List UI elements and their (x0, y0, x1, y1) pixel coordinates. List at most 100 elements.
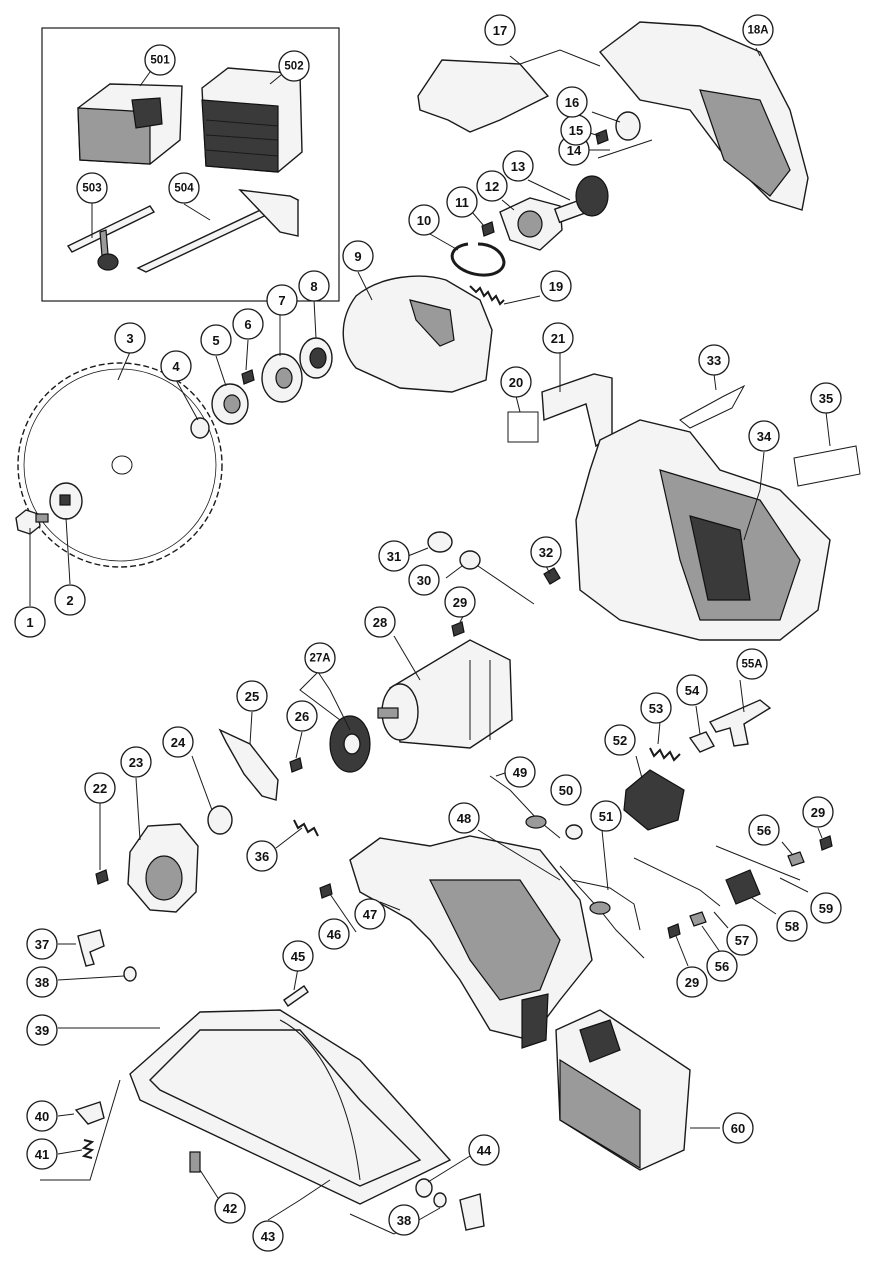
callout-4: 4 (160, 350, 192, 382)
callout-circle (476, 170, 508, 202)
callout-label: 58 (785, 919, 799, 934)
callout-label: 40 (35, 1109, 49, 1124)
callout-label: 15 (569, 123, 583, 138)
callout-label: 36 (255, 849, 269, 864)
callout-36: 36 (246, 840, 278, 872)
callout-label: 18A (747, 25, 768, 37)
callout-circle (446, 186, 478, 218)
spring-19 (469, 285, 505, 306)
callout-label: 501 (150, 55, 170, 67)
callout-label: 34 (757, 429, 772, 444)
callout-32: 32 (530, 536, 562, 568)
callout-504: 504 (168, 172, 200, 204)
callout-circle (236, 680, 268, 712)
pin-42 (189, 1151, 201, 1173)
callout-15: 15 (560, 114, 592, 146)
callout-circle (318, 918, 350, 950)
handle-47 (349, 835, 593, 1049)
terminal-56-upper (787, 851, 805, 867)
callout-45: 45 (282, 940, 314, 972)
callout-circle (266, 284, 298, 316)
callout-circle (676, 966, 708, 998)
callout-circle (84, 772, 116, 804)
callout-20: 20 (500, 366, 532, 398)
callout-circle (590, 800, 622, 832)
callout-44: 44 (468, 1134, 500, 1166)
screw-15 (595, 129, 609, 145)
label-33 (679, 384, 746, 429)
callout-label: 42 (223, 1201, 237, 1216)
screw-11 (481, 221, 495, 237)
callout-label: 1 (26, 615, 33, 630)
callout-circle (736, 648, 768, 680)
callout-circle (604, 724, 636, 756)
callout-circle (676, 674, 708, 706)
callout-43: 43 (252, 1220, 284, 1252)
callout-label: 25 (245, 689, 259, 704)
clip-32 (543, 567, 561, 585)
callout-label: 38 (397, 1213, 411, 1228)
brush-holder (459, 550, 535, 605)
callout-3: 3 (114, 322, 146, 354)
callout-26: 26 (286, 700, 318, 732)
washer-outer (49, 482, 83, 520)
fan-27A (329, 715, 371, 773)
callout-label: 33 (707, 353, 721, 368)
callout-35: 35 (810, 382, 842, 414)
callout-1: 1 (14, 606, 46, 638)
ring-24 (207, 805, 233, 835)
callout-label: 51 (599, 809, 613, 824)
callout-37: 37 (26, 928, 58, 960)
callout-label: 21 (551, 331, 565, 346)
callout-27A: 27A (304, 642, 336, 674)
callout-circle (540, 270, 572, 302)
callout-label: 29 (685, 975, 699, 990)
callout-11: 11 (446, 186, 478, 218)
callout-circle (200, 324, 232, 356)
label-20 (507, 411, 539, 443)
callout-502: 502 (278, 50, 310, 82)
callout-label: 12 (485, 179, 499, 194)
callout-circle (286, 700, 318, 732)
callout-29c: 29 (676, 966, 708, 998)
callout-circle (726, 924, 758, 956)
callout-8: 8 (298, 270, 330, 302)
callout-29b: 29 (802, 796, 834, 828)
callout-55A: 55A (736, 648, 768, 680)
callout-23: 23 (120, 746, 152, 778)
callout-49: 49 (504, 756, 536, 788)
screw-14 (597, 139, 653, 159)
callout-circle (26, 1014, 58, 1046)
callout-circle (722, 1112, 754, 1144)
brush-cap (427, 531, 453, 553)
callout-label: 48 (457, 811, 471, 826)
callout-label: 22 (93, 781, 107, 796)
callout-circle (252, 1220, 284, 1252)
callout-circle (278, 50, 310, 82)
washer-44 (415, 1178, 433, 1198)
callout-label: 13 (511, 159, 525, 174)
callout-circle (26, 1138, 58, 1170)
callout-29a: 29 (444, 586, 476, 618)
callout-label: 503 (82, 183, 101, 195)
plate-21 (541, 373, 613, 448)
wing-nut-40 (74, 1101, 105, 1125)
screw-6 (241, 369, 255, 385)
connector-48 (589, 901, 611, 915)
callout-label: 5 (212, 333, 219, 348)
callout-label: 8 (310, 279, 317, 294)
bushing-16 (615, 111, 641, 141)
callout-7: 7 (266, 284, 298, 316)
screw-29-upper (451, 621, 465, 637)
callout-label: 59 (819, 901, 833, 916)
base-plate-39 (129, 1009, 452, 1205)
callout-label: 27A (309, 653, 330, 665)
callout-label: 32 (539, 545, 553, 560)
callout-label: 2 (66, 593, 73, 608)
callout-label: 56 (715, 959, 729, 974)
callout-circle (304, 642, 336, 674)
callout-label: 60 (731, 1121, 745, 1136)
callout-57: 57 (726, 924, 758, 956)
saw-blade (17, 362, 223, 568)
wing-bolt-lower (459, 1193, 485, 1231)
